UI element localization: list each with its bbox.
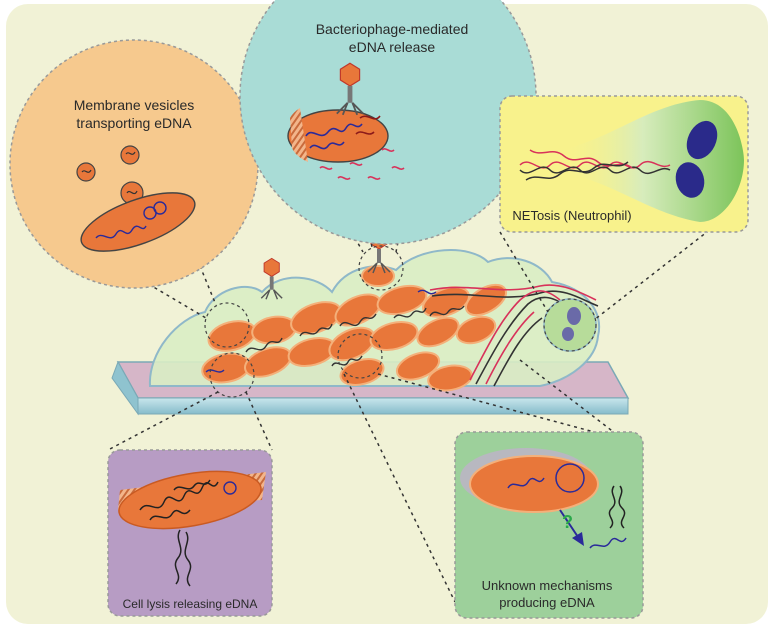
panel-netosis: NETosis (Neutrophil): [499, 95, 749, 233]
phage-title-line1: Bacteriophage-mediated: [316, 21, 469, 37]
substrate-surface-front: [137, 397, 629, 415]
neutrophil-nuclei: [675, 120, 718, 198]
lysing-cell: [118, 470, 262, 530]
neutrophil-small: [543, 298, 597, 352]
cell: [339, 358, 385, 386]
biofilm-scene: [111, 229, 630, 416]
cell: [376, 284, 428, 316]
lysis-label: Cell lysis releasing eDNA: [123, 597, 258, 611]
focus-unknown: [337, 333, 383, 379]
unknown-label-line1: Unknown mechanisms: [482, 578, 613, 593]
cell: [369, 320, 419, 352]
lysis-dna: [139, 479, 219, 587]
edna-in-biofilm: [205, 289, 465, 373]
cell: [395, 351, 441, 381]
cell: [416, 316, 460, 348]
phage-host-cell: [287, 109, 389, 163]
phage-title-line2: eDNA release: [349, 39, 436, 55]
phage-released-dna: [319, 148, 405, 180]
net-dna-strands: [519, 149, 671, 181]
panel-cell-lysis: Cell lysis releasing eDNA: [107, 449, 273, 617]
vesicles-title-line1: Membrane vesicles: [74, 97, 195, 113]
focus-netosis: [543, 298, 597, 352]
unknown-dna: [589, 485, 627, 549]
focus-phage: [358, 245, 404, 291]
panel-unknown-mechanisms: ? Unknown mechanisms producing eDNA: [454, 431, 644, 619]
focus-vesicles: [204, 302, 250, 348]
netosis-label: NETosis (Neutrophil): [512, 208, 631, 223]
cell: [455, 315, 497, 345]
net-strands: [429, 284, 599, 387]
panel-membrane-vesicles: Membrane vesicles transporting eDNA: [9, 39, 259, 289]
cell: [361, 265, 395, 287]
vesicles-title-line2: transporting eDNA: [76, 115, 192, 131]
cell: [427, 364, 473, 392]
focus-lysis: [209, 352, 255, 398]
panel-bacteriophage: Bacteriophage-mediated eDNA release: [239, 0, 537, 245]
unknown-cell: [469, 455, 599, 513]
arrow-icon: [559, 509, 581, 541]
unknown-label-line2: producing eDNA: [499, 595, 595, 610]
question-mark: ?: [562, 512, 573, 532]
